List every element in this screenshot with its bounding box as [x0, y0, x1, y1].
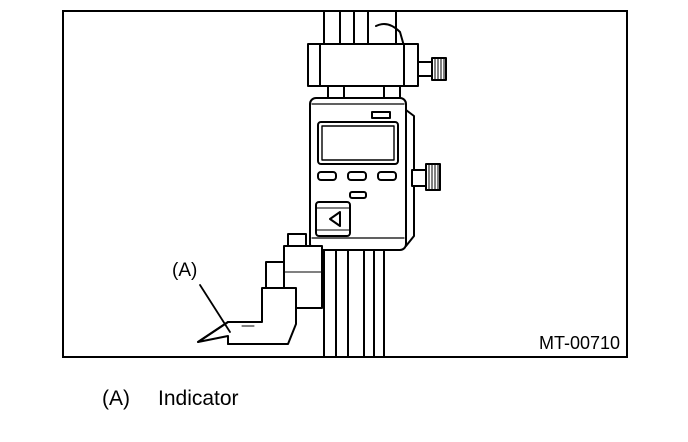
legend-row: (A) Indicator	[102, 388, 239, 409]
legend-text: Indicator	[158, 387, 239, 410]
fine-adjust-knob	[411, 163, 441, 191]
callout-leader	[199, 284, 231, 333]
upper-clamp-block	[307, 43, 447, 87]
callout-label-a: (A)	[172, 260, 198, 281]
digital-readout-body	[309, 97, 415, 251]
upper-beam	[323, 12, 405, 47]
figure-frame: (A) MT-00710	[62, 10, 628, 358]
height-gauge-drawing	[197, 12, 447, 356]
lower-beam	[323, 241, 385, 356]
indicator-scriber	[197, 287, 297, 345]
figure-code: MT-00710	[538, 333, 620, 353]
legend-key: (A)	[102, 387, 130, 410]
